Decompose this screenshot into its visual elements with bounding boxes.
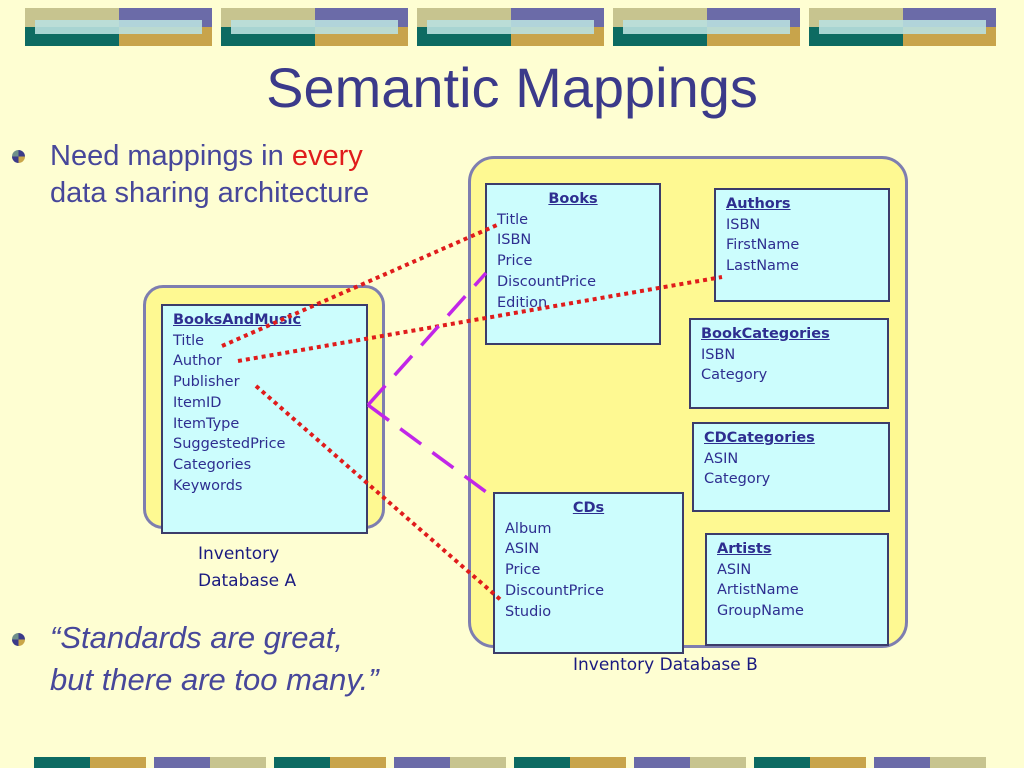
banner-block [417, 8, 604, 46]
table-field: SuggestedPrice [173, 436, 286, 453]
mapping-line-publisher [254, 384, 504, 603]
database-a-caption: Inventory Database A [198, 541, 296, 595]
table-cds: CDs Album ASIN Price DiscountPrice Studi… [493, 492, 684, 654]
table-field: ASIN [505, 541, 540, 558]
mapping-line-books [366, 271, 488, 407]
table-name: CDCategories [704, 430, 815, 446]
table-field: ItemType [173, 415, 240, 432]
banner-block [221, 8, 408, 46]
table-field: GroupName [717, 603, 804, 620]
bullet-text-quote: “Standards are great, but there are too … [50, 617, 450, 701]
table-field: Author [173, 353, 222, 370]
table-authors: Authors ISBN FirstName LastName [714, 188, 890, 302]
table-field: Category [701, 367, 768, 384]
table-field: Category [704, 471, 771, 488]
table-bookcategories: BookCategories ISBN Category [689, 318, 889, 409]
table-field: ISBN [726, 216, 761, 233]
slide-title: Semantic Mappings [266, 56, 758, 119]
bullet-icon [12, 150, 25, 163]
table-field: Publisher [173, 374, 240, 391]
banner-block [809, 8, 996, 46]
quote-line: Standards are great, [60, 620, 343, 655]
table-field: ASIN [704, 450, 739, 467]
banner-block [25, 8, 212, 46]
caption-line: Inventory [198, 544, 280, 564]
table-field: Studio [505, 603, 552, 620]
banner-block [613, 8, 800, 46]
table-field: Keywords [173, 477, 243, 494]
quote-open: “ [50, 620, 61, 655]
quote-line: but there are too many. [50, 662, 369, 697]
table-field: Categories [173, 456, 252, 473]
table-field: DiscountPrice [505, 582, 605, 599]
bullet-text-part: data sharing architecture [50, 177, 370, 209]
table-field: ArtistName [717, 582, 799, 599]
table-name: CDs [572, 500, 605, 516]
table-field: DiscountPrice [497, 273, 597, 290]
mapping-line-cds [366, 403, 495, 499]
database-b-caption: Inventory Database B [573, 655, 758, 675]
table-name: Artists [717, 541, 772, 557]
table-field: Title [497, 211, 529, 228]
bullet-text-part: Need mappings in [50, 140, 292, 172]
table-field: LastName [726, 258, 799, 275]
table-field: Price [505, 562, 541, 579]
table-field: ISBN [701, 346, 736, 363]
bullet-highlight: every [291, 140, 363, 172]
table-name: Books [548, 191, 598, 207]
table-field: Price [497, 253, 533, 270]
bottom-banner [0, 757, 1024, 768]
table-name: Authors [726, 196, 791, 212]
caption-line: Database A [198, 571, 297, 591]
table-cdcategories: CDCategories ASIN Category [692, 422, 890, 512]
table-books: Books Title ISBN Price DiscountPrice Edi… [485, 183, 661, 345]
bullet-text-mappings: Need mappings in every data sharing arch… [50, 138, 450, 212]
table-field: Edition [497, 294, 548, 311]
table-field: Title [173, 332, 205, 349]
table-field: ASIN [717, 561, 752, 578]
bullet-icon [12, 633, 25, 646]
table-name: BookCategories [701, 326, 830, 342]
table-artists: Artists ASIN ArtistName GroupName [705, 533, 889, 646]
quote-close: ” [368, 662, 379, 697]
table-field: ItemID [173, 394, 222, 411]
table-field: Album [505, 520, 552, 537]
mapping-line-title [221, 223, 498, 348]
table-booksandmusic: BooksAndMusic Title Author Publisher Ite… [161, 304, 368, 534]
table-field: FirstName [726, 237, 800, 254]
mapping-line-author [237, 275, 723, 363]
table-field: ISBN [497, 232, 532, 249]
